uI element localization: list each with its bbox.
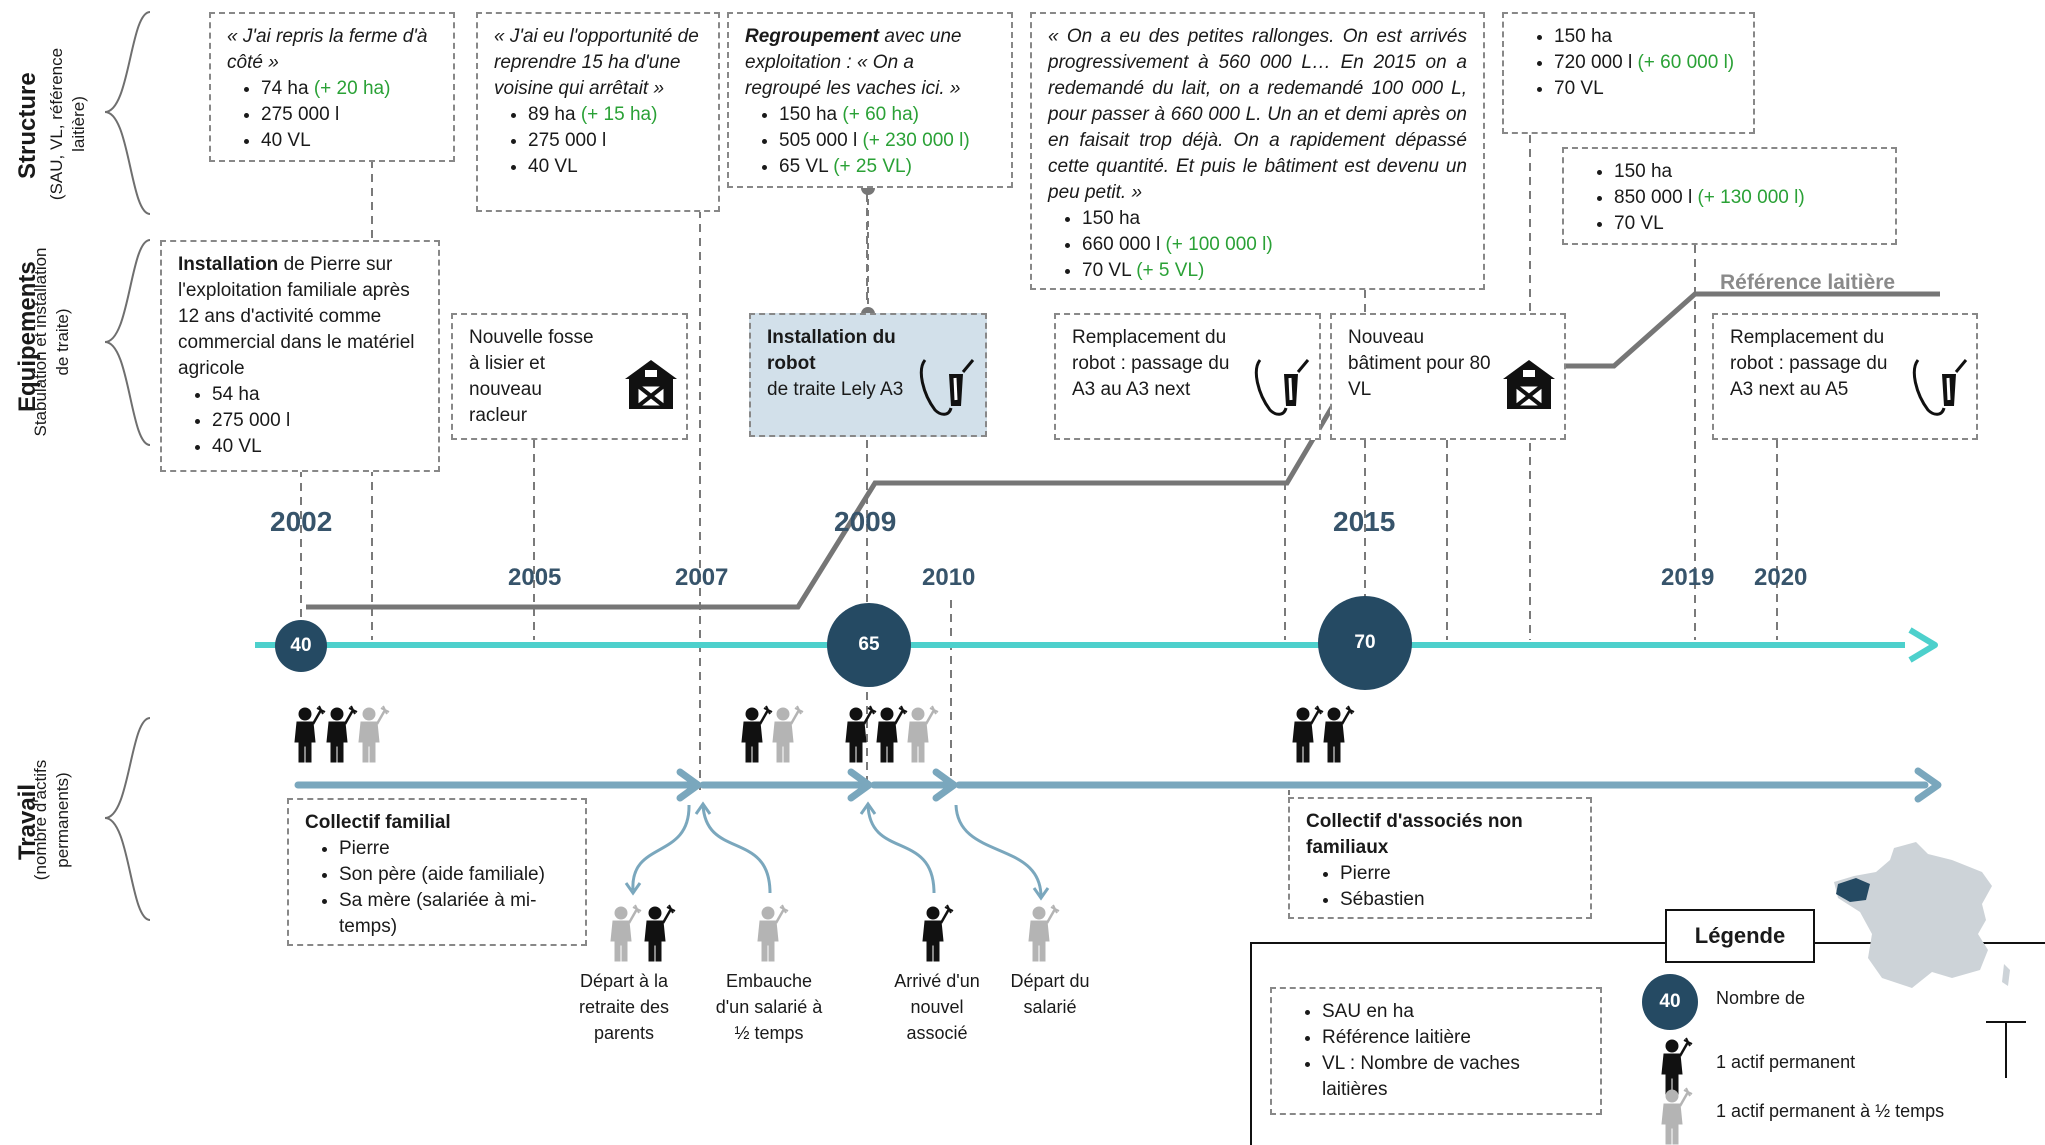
- section-sub-equipements: Stabulation et installation de traite): [31, 247, 72, 437]
- work-member: Son père (aide familiale): [339, 862, 569, 888]
- caption-associe: Arrivé d'un nouvel associé: [894, 971, 980, 1043]
- work-box-title: Collectif d'associés non familiaux: [1306, 811, 1523, 858]
- section-title-structure: Structure: [14, 72, 41, 179]
- structure-item: 850 000 l (+ 130 000 l): [1614, 185, 1879, 211]
- structure-quote: « On a eu des petites rallonges. On est …: [1048, 26, 1467, 203]
- caption-retraite: Départ à la retraite des parents: [578, 971, 670, 1043]
- structure-item: 150 ha: [1082, 206, 1467, 232]
- work-arrows: [294, 767, 1942, 803]
- equip-text: Remplacement du robot : passage du A3 au…: [1072, 327, 1230, 400]
- legend-circle: 40: [1642, 974, 1698, 1030]
- legend-item: SAU en ha: [1322, 999, 1584, 1025]
- work-member: Pierre: [339, 836, 569, 862]
- structure-item: 150 ha (+ 60 ha): [779, 102, 995, 128]
- work-member: Sébastien: [1340, 887, 1574, 913]
- barn-icon: [625, 360, 677, 409]
- caption-embauche: Embauche d'un salarié à ½ temps: [715, 971, 823, 1043]
- structure-item: 505 000 l (+ 230 000 l): [779, 128, 995, 154]
- structure-quote: « J'ai repris la ferme d'à côté »: [227, 26, 428, 73]
- year-2005: 2005: [508, 564, 562, 591]
- equip-item: 40 VL: [212, 434, 422, 460]
- year-2020: 2020: [1754, 564, 1808, 591]
- year-2010: 2010: [922, 564, 976, 591]
- structure-item: 89 ha (+ 15 ha): [528, 102, 702, 128]
- structure-item: 65 VL (+ 25 VL): [779, 154, 995, 180]
- structure-box-2019: 150 ha 850 000 l (+ 130 000 l) 70 VL: [1562, 147, 1897, 245]
- legend-circle-label: Nombre de: [1716, 988, 1806, 1008]
- cow-count-circle-2015: 70: [1318, 596, 1412, 690]
- legend-item: VL : Nombre de vaches laitières: [1322, 1051, 1584, 1103]
- equip-item: 54 ha: [212, 382, 422, 408]
- structure-item: 40 VL: [528, 154, 702, 180]
- structure-item: 660 000 l (+ 100 000 l): [1082, 232, 1467, 258]
- structure-box-regroupement: Regroupement avec une exploitation : « O…: [727, 12, 1013, 188]
- year-2019: 2019: [1661, 564, 1715, 591]
- section-sub-structure: (SAU, VL, référence laitière): [47, 47, 88, 201]
- caption-depart: Départ du salarié: [1010, 971, 1090, 1017]
- structure-item: 70 VL: [1554, 76, 1737, 102]
- structure-item: 70 VL (+ 5 VL): [1082, 258, 1467, 284]
- equip-text: de traite Lely A3: [767, 379, 904, 400]
- milking-robot-icon: [1254, 359, 1310, 416]
- equip-text: Nouveau bâtiment pour 80 VL: [1348, 327, 1491, 400]
- structure-box-2017: 150 ha 720 000 l (+ 60 000 l) 70 VL: [1502, 12, 1755, 134]
- section-sub-travail: (nombre d'actifs permanents): [31, 759, 72, 881]
- milking-robot-icon: [919, 359, 975, 416]
- year-2015: 2015: [1333, 506, 1396, 537]
- structure-box-voisine: « J'ai eu l'opportunité de reprendre 15 …: [476, 12, 720, 212]
- legend-title: Légende: [1665, 909, 1815, 963]
- work-member: Sa mère (salariée à mi-temps): [339, 888, 569, 940]
- equip-text-bold: Installation du robot: [767, 327, 896, 374]
- event-arrows: [624, 801, 1050, 901]
- structure-item: 150 ha: [1554, 24, 1737, 50]
- structure-box-ferme: « J'ai repris la ferme d'à côté » 74 ha …: [209, 12, 455, 162]
- legend-item: Référence laitière: [1322, 1025, 1584, 1051]
- equip-box-a5: Remplacement du robot : passage du A3 ne…: [1712, 313, 1978, 440]
- section-brackets: [104, 11, 151, 921]
- legend-actif-half-label: 1 actif permanent à ½ temps: [1716, 1101, 1945, 1121]
- equip-item: 275 000 l: [212, 408, 422, 434]
- structure-item: 275 000 l: [261, 102, 437, 128]
- structure-item: 70 VL: [1614, 211, 1879, 237]
- cow-count-circle-2002: 40: [275, 620, 327, 672]
- equip-box-a3next: Remplacement du robot : passage du A3 au…: [1054, 313, 1321, 440]
- work-box-associes: Collectif d'associés non familiaux Pierr…: [1288, 797, 1592, 919]
- structure-item: 74 ha (+ 20 ha): [261, 76, 437, 102]
- reference-line-dark2: [1530, 291, 1940, 369]
- cow-count-circle-2009: 65: [827, 603, 911, 687]
- work-member: Pierre: [1340, 861, 1574, 887]
- structure-item: 275 000 l: [528, 128, 702, 154]
- structure-quote: « J'ai eu l'opportunité de reprendre 15 …: [494, 26, 699, 99]
- year-2007: 2007: [675, 564, 729, 591]
- france-map-icon: [1834, 842, 2010, 988]
- equip-box-installation: Installation de Pierre sur l'exploitatio…: [160, 240, 440, 472]
- year-2009: 2009: [834, 506, 897, 537]
- barn-icon: [1503, 360, 1555, 409]
- legend-frame: [1250, 942, 2045, 1145]
- structure-item: 150 ha: [1614, 159, 1879, 185]
- milking-robot-icon: [1912, 359, 1968, 416]
- reference-line-dark: [306, 400, 1338, 610]
- legend-actif-label: 1 actif permanent: [1716, 1052, 1856, 1072]
- equip-text: Remplacement du robot : passage du A3 ne…: [1730, 327, 1888, 400]
- equip-text: Installation de Pierre sur l'exploitatio…: [178, 254, 415, 379]
- structure-item: 40 VL: [261, 128, 437, 154]
- reference-label: Référence laitière: [1720, 271, 1896, 294]
- scale-mark: [1986, 1021, 2026, 1078]
- structure-box-rallonges: « On a eu des petites rallonges. On est …: [1030, 12, 1485, 290]
- year-2002: 2002: [270, 506, 333, 537]
- work-box-familial: Collectif familial Pierre Son père (aide…: [287, 798, 587, 946]
- structure-quote: Regroupement avec une exploitation : « O…: [745, 26, 962, 99]
- equip-box-robot: Installation du robot de traite Lely A3: [749, 313, 987, 437]
- legend-structure-box: SAU en ha Référence laitière VL : Nombre…: [1270, 987, 1602, 1115]
- equip-text: Nouvelle fosse à lisier et nouveau racle…: [469, 327, 594, 426]
- work-box-title: Collectif familial: [305, 812, 451, 833]
- structure-item: 720 000 l (+ 60 000 l): [1554, 50, 1737, 76]
- main-timeline-arrow: [255, 627, 1938, 663]
